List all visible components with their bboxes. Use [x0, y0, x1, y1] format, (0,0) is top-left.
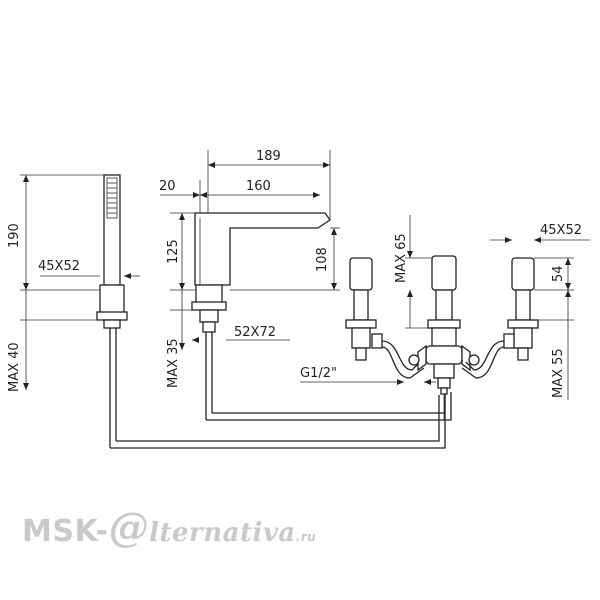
- watermark-rest: lternativa: [149, 518, 296, 548]
- dim-189-label: 189: [256, 149, 281, 164]
- hand-shower-hose: [110, 395, 446, 449]
- dim-190: 190: [7, 174, 104, 291]
- dim-max65: MAX 65: [394, 215, 432, 329]
- spout: [191, 212, 452, 421]
- watermark-logo: MSK-@lternativa.ru: [22, 504, 317, 551]
- dim-g12: G1/2": [300, 366, 436, 385]
- dim-54: 54: [534, 257, 574, 291]
- dim-54-label: 54: [551, 265, 566, 282]
- dim-125-label: 125: [166, 239, 181, 264]
- dim-45x52-right: 45X52: [490, 223, 590, 243]
- dim-20: 20: [159, 179, 201, 213]
- dim-108: 108: [230, 227, 340, 291]
- dim-160: 160: [200, 179, 320, 198]
- dim-max65-label: MAX 65: [394, 233, 409, 283]
- dim-45x52-left: 45X52: [38, 259, 140, 279]
- dim-45x52-right-label: 45X52: [540, 223, 582, 238]
- dim-20-label: 20: [159, 179, 176, 194]
- dim-g12-label: G1/2": [300, 366, 337, 381]
- watermark-at-icon: @: [108, 504, 150, 551]
- dim-max55: MAX 55: [538, 290, 574, 400]
- hand-shower: [96, 174, 128, 448]
- dim-189: 189: [207, 149, 331, 220]
- dim-160-label: 160: [246, 179, 271, 194]
- dim-max35: MAX 35: [166, 290, 192, 388]
- dim-max55-label: MAX 55: [551, 348, 566, 398]
- watermark-tld: .ru: [295, 530, 317, 544]
- dim-max35-label: MAX 35: [166, 338, 181, 388]
- dim-max40-label: MAX 40: [7, 342, 22, 392]
- dim-45x52-left-label: 45X52: [38, 259, 80, 274]
- dim-108-label: 108: [315, 247, 330, 272]
- dim-52x72: 52X72: [192, 325, 290, 343]
- left-valve: [345, 257, 425, 379]
- dim-125: 125: [166, 212, 196, 291]
- dim-max40: MAX 40: [7, 290, 97, 392]
- right-valve: [461, 257, 539, 379]
- watermark-brand: MSK-: [22, 514, 109, 549]
- center-diverter: [408, 255, 480, 420]
- dim-52x72-label: 52X72: [234, 325, 276, 340]
- dim-190-label: 190: [7, 223, 22, 248]
